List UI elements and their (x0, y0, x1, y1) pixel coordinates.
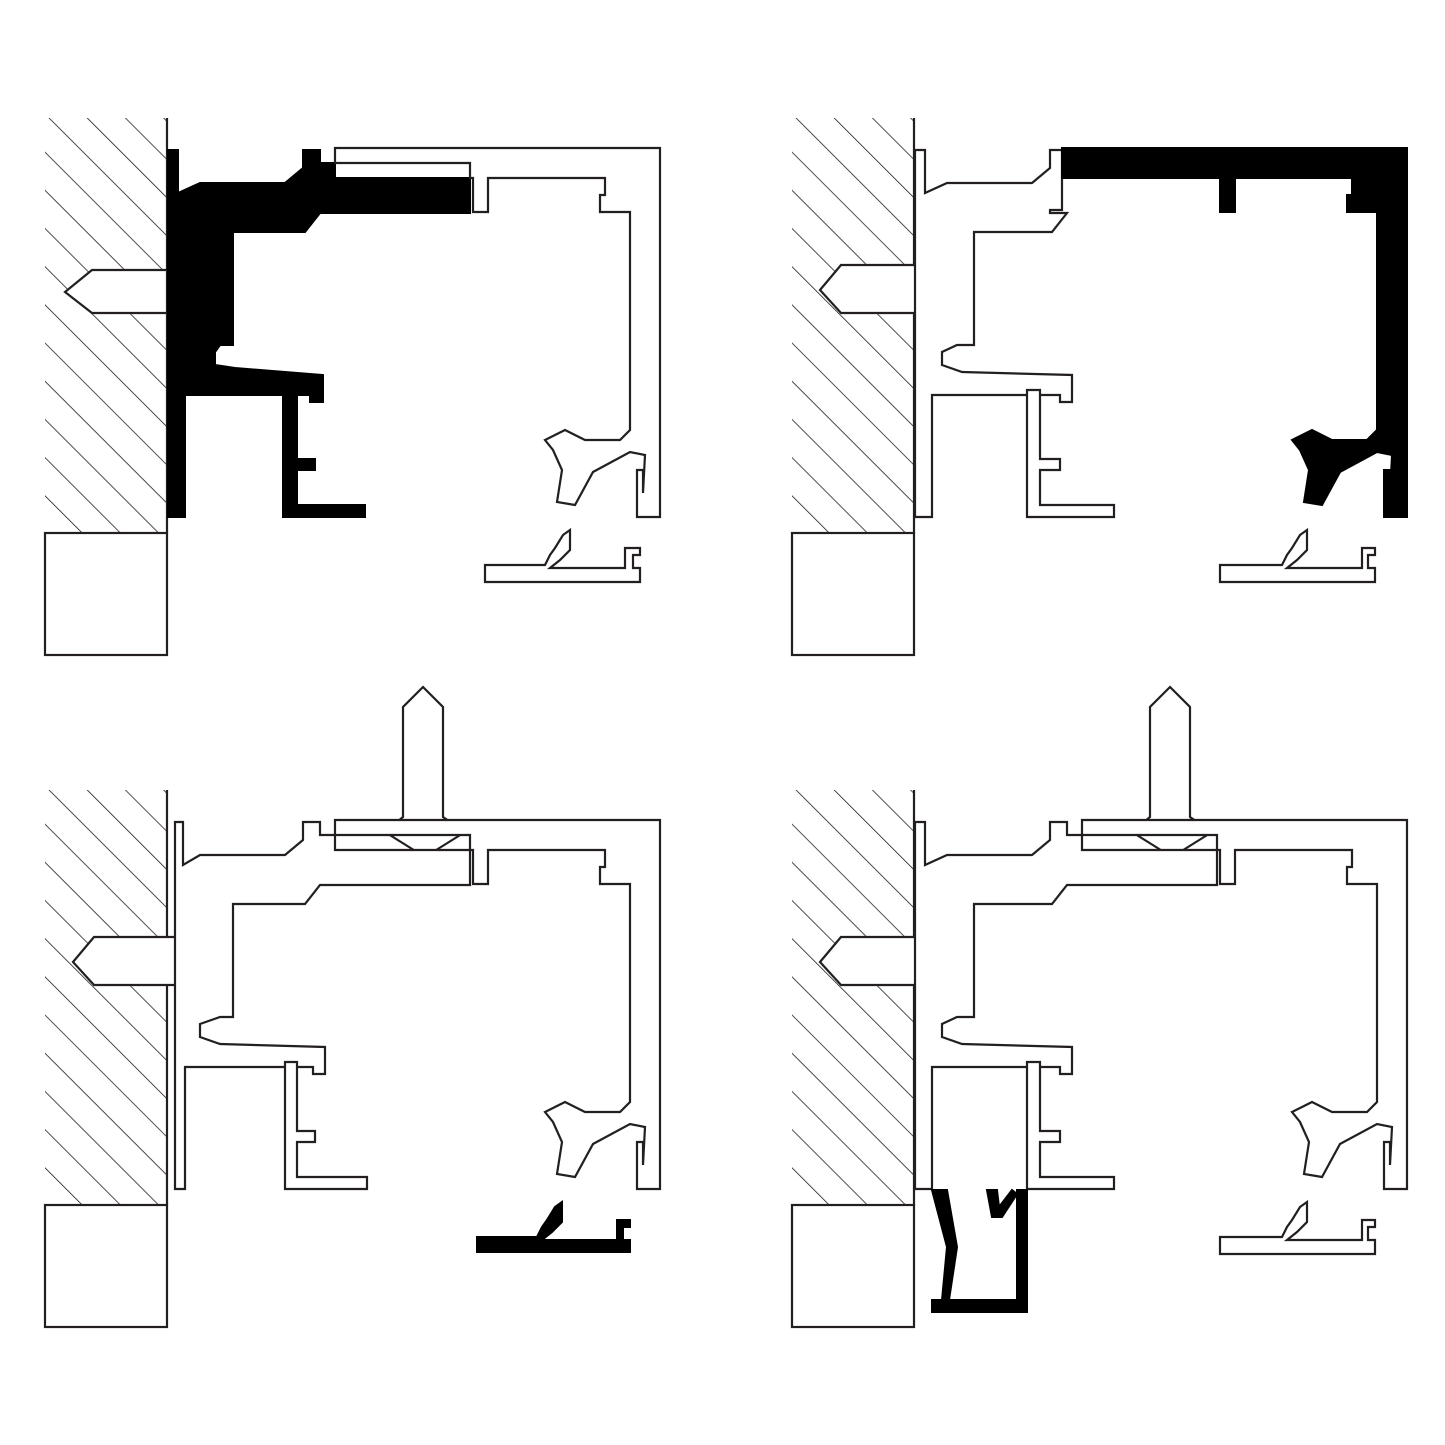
wall-mount-bracket (167, 149, 471, 518)
bottom-clip-strip (483, 527, 642, 584)
light-gap-profile (930, 1189, 1028, 1313)
bracket-lower-leg (282, 389, 366, 518)
panel-top-right (790, 118, 1408, 657)
cover-profile (1061, 147, 1408, 518)
bottom-clip-strip (1218, 527, 1377, 584)
wall-base-block (790, 531, 916, 657)
wall-base-block (43, 531, 169, 657)
bottom-clip-strip (1218, 1199, 1377, 1256)
light-gap-profile-arm (985, 1188, 1019, 1218)
wall-mount-bracket (173, 820, 472, 1191)
wall-mount-bracket (913, 148, 1074, 519)
ceiling-anchor-screw (383, 685, 468, 859)
panel-top-left (43, 118, 662, 657)
bottom-clip-strip (476, 1200, 631, 1253)
bracket-lower-leg (1025, 388, 1116, 519)
cover-profile (333, 818, 662, 1191)
wall-hatched-section (792, 118, 916, 533)
wall-base-block (43, 1203, 169, 1329)
ceiling-anchor-screw (1130, 685, 1215, 859)
wall-hatched-section (45, 118, 169, 533)
bracket-lower-leg (283, 1060, 369, 1191)
wall-mount-bracket (913, 820, 1219, 1191)
wall-hatched-section (792, 790, 916, 1205)
bracket-lower-leg (1025, 1060, 1116, 1191)
wall-base-block (790, 1203, 916, 1329)
cover-profile (1080, 818, 1409, 1191)
panel-bottom-right (790, 685, 1409, 1329)
cover-profile (333, 146, 662, 519)
wall-hatched-section (45, 790, 169, 1205)
panel-bottom-left (43, 685, 662, 1329)
